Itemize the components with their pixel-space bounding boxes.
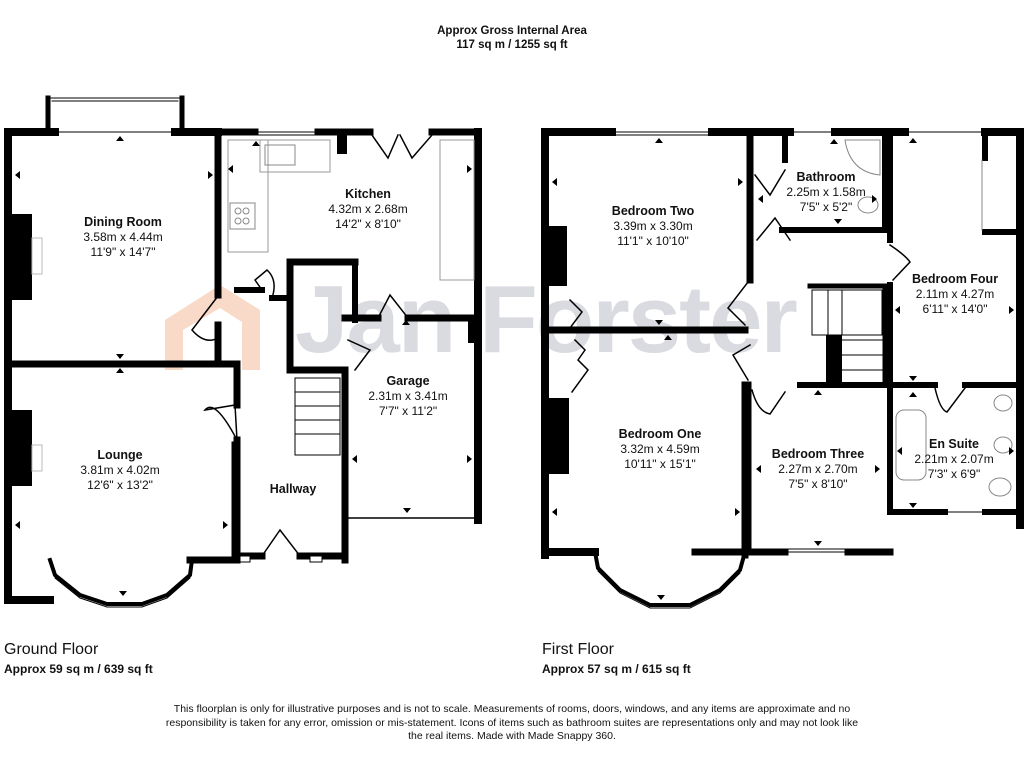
- room-metric: 3.58m x 4.44m: [83, 230, 163, 244]
- floor-area: Approx 57 sq m / 615 sq ft: [542, 662, 691, 676]
- room-name: Garage: [386, 374, 430, 388]
- room-metric: 4.32m x 2.68m: [328, 202, 408, 216]
- room-name: Bedroom Three: [771, 447, 865, 461]
- room-imperial: 6'11" x 14'0": [922, 302, 988, 316]
- first-floor-caption: First Floor Approx 57 sq m / 615 sq ft: [542, 641, 691, 677]
- room-bedroom-two: Bedroom Two 3.39m x 3.30m 11'1" x 10'10": [612, 204, 694, 249]
- room-name: En Suite: [928, 437, 979, 451]
- room-garage: Garage 2.31m x 3.41m 7'7" x 11'2": [368, 374, 447, 419]
- room-imperial: 7'3" x 6'9": [927, 467, 981, 481]
- room-metric: 2.25m x 1.58m: [786, 185, 866, 199]
- room-bedroom-three: Bedroom Three 2.27m x 2.70m 7'5" x 8'10": [772, 447, 864, 492]
- room-kitchen: Kitchen 4.32m x 2.68m 14'2" x 8'10": [328, 187, 407, 232]
- room-bedroom-one: Bedroom One 3.32m x 4.59m 10'11" x 15'1": [619, 427, 702, 472]
- room-name: Lounge: [97, 448, 143, 462]
- room-bedroom-four: Bedroom Four 2.11m x 4.27m 6'11" x 14'0": [912, 272, 998, 317]
- room-metric: 2.27m x 2.70m: [778, 462, 858, 476]
- room-metric: 3.32m x 4.59m: [620, 442, 700, 456]
- room-lounge: Lounge 3.81m x 4.02m 12'6" x 13'2": [80, 448, 159, 493]
- ground-floor-caption: Ground Floor Approx 59 sq m / 639 sq ft: [4, 641, 153, 677]
- room-name: Bedroom Four: [911, 272, 999, 286]
- room-imperial: 12'6" x 13'2": [87, 478, 153, 492]
- gross-internal-area: Approx Gross Internal Area 117 sq m / 12…: [0, 24, 1024, 52]
- floor-area: Approx 59 sq m / 639 sq ft: [4, 662, 153, 676]
- room-imperial: 11'1" x 10'10": [617, 234, 689, 248]
- room-metric: 3.39m x 3.30m: [613, 219, 693, 233]
- room-metric: 2.31m x 3.41m: [368, 389, 448, 403]
- room-imperial: 7'5" x 5'2": [799, 200, 853, 214]
- room-imperial: 7'5" x 8'10": [788, 477, 848, 491]
- room-imperial: 11'9" x 14'7": [90, 245, 156, 259]
- room-en-suite: En Suite 2.21m x 2.07m 7'3" x 6'9": [914, 437, 993, 482]
- room-metric: 3.81m x 4.02m: [80, 463, 160, 477]
- room-name: Bathroom: [796, 170, 856, 184]
- room-imperial: 10'11" x 15'1": [624, 457, 696, 471]
- disclaimer: This floorplan is only for illustrative …: [165, 703, 859, 742]
- room-metric: 2.11m x 4.27m: [915, 287, 995, 301]
- room-name: Bedroom Two: [611, 204, 695, 218]
- room-bathroom: Bathroom 2.25m x 1.58m 7'5" x 5'2": [786, 170, 865, 215]
- room-name: Dining Room: [84, 215, 162, 229]
- room-name: Hallway: [269, 482, 317, 496]
- room-metric: 2.21m x 2.07m: [914, 452, 994, 466]
- room-imperial: 14'2" x 8'10": [335, 217, 401, 231]
- room-dining-room: Dining Room 3.58m x 4.44m 11'9" x 14'7": [83, 215, 162, 260]
- room-name: Bedroom One: [618, 427, 702, 441]
- room-hallway: Hallway: [270, 482, 317, 497]
- gia-title: Approx Gross Internal Area: [437, 25, 587, 37]
- floor-title: First Floor: [542, 641, 614, 658]
- gia-total: 117 sq m / 1255 sq ft: [456, 39, 568, 51]
- dining-bay-window: [45, 95, 185, 135]
- floor-title: Ground Floor: [4, 641, 99, 658]
- house-logo-icon: [165, 285, 260, 370]
- room-imperial: 7'7" x 11'2": [378, 404, 438, 418]
- room-name: Kitchen: [345, 187, 391, 201]
